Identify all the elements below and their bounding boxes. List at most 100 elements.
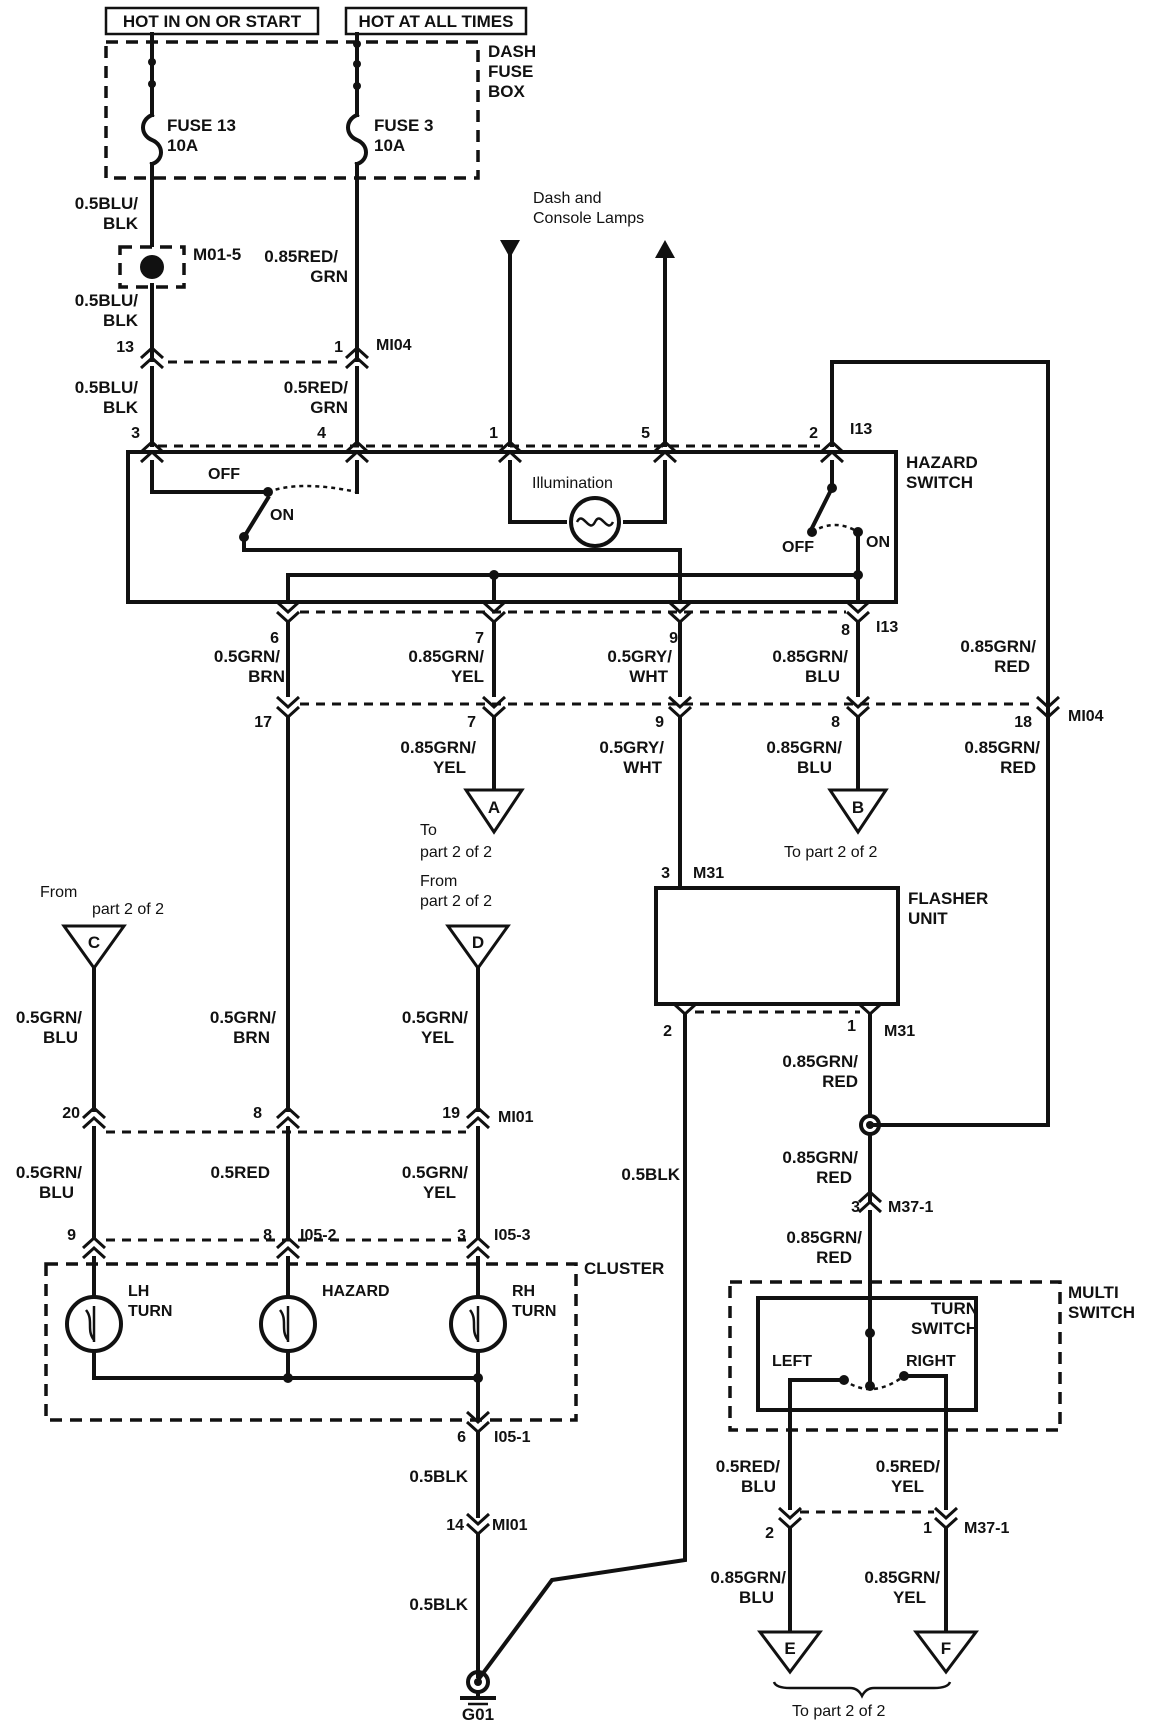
wire-grn-brn-2b: BRN <box>233 1028 270 1047</box>
i05-1-label: I05-1 <box>494 1429 531 1446</box>
connector-i05-1: 6 I05-1 <box>457 1410 531 1446</box>
connector-m37-1-top: 3 M37-1 <box>851 1189 933 1216</box>
flasher-unit: 3 M31 FLASHER UNIT 2 1 M31 <box>654 865 988 1040</box>
wire-label-red-grn-05b: GRN <box>310 398 348 417</box>
ref-a: A To part 2 of 2 <box>420 788 525 861</box>
mi01-label-bottom: MI01 <box>492 1517 528 1534</box>
ref-f-label: F <box>941 1639 951 1658</box>
dash-fuse-box-label-3: BOX <box>488 82 526 101</box>
ref-d-from: From <box>420 873 457 890</box>
ground-g01: G01 <box>460 1670 496 1722</box>
fuse-13: FUSE 13 10A <box>141 32 236 247</box>
wire-label-blu-blk-3a: 0.5BLU/ <box>75 378 139 397</box>
wire-grn-red-3b: RED <box>822 1072 858 1091</box>
hz-pin-7: 7 <box>475 630 484 647</box>
mi04-pin-17: 17 <box>254 714 272 731</box>
connector-mi01-bottom: 14 MI01 <box>446 1512 528 1537</box>
hz-pin-5: 5 <box>641 425 650 442</box>
turn-switch-title-1: TURN <box>931 1299 978 1318</box>
wire-grn-red-3a: 0.85GRN/ <box>782 1052 858 1071</box>
wire-red-yel-a: 0.5RED/ <box>876 1457 941 1476</box>
wire-grn-blu-3a: 0.85GRN/ <box>710 1568 786 1587</box>
mi01-pin-14: 14 <box>446 1517 464 1534</box>
lh-turn-label-1: LH <box>128 1283 149 1300</box>
m31-label-top: M31 <box>693 865 724 882</box>
mi04-pin-7: 7 <box>467 714 476 731</box>
ref-b-to-part: To part 2 of 2 <box>784 844 877 861</box>
wire-grn-red-hazard-loop <box>830 360 1050 1127</box>
illumination-label: Illumination <box>532 475 613 492</box>
wire-gry-wht-b: WHT <box>629 667 668 686</box>
m31-label-bottom: M31 <box>884 1023 915 1040</box>
dash-console-lamps-label-2: Console Lamps <box>533 210 644 227</box>
ref-c-part: part 2 of 2 <box>92 901 164 918</box>
connector-m37-1-bottom: 2 1 M37-1 <box>765 1506 1009 1542</box>
hot-in-on-or-start-label: HOT IN ON OR START <box>123 12 302 31</box>
hz-pin-2: 2 <box>809 425 818 442</box>
wire-blk-cluster: 0.5BLK <box>409 1467 468 1486</box>
i05-3-label: I05-3 <box>494 1227 531 1244</box>
ref-ef-to-part: To part 2 of 2 <box>792 1703 885 1720</box>
wire-grn-blu-a: 0.85GRN/ <box>772 647 848 666</box>
hz-pin-6: 6 <box>270 630 279 647</box>
lh-turn-label-2: TURN <box>128 1303 172 1320</box>
hot-at-all-times-label: HOT AT ALL TIMES <box>359 12 514 31</box>
power-source-labels: HOT IN ON OR START HOT AT ALL TIMES <box>104 6 528 36</box>
pin-1-mi04: 1 <box>334 339 343 356</box>
wire-grn-brn-b: BRN <box>248 667 285 686</box>
connector-mi04-top: 13 1 MI04 <box>116 337 412 370</box>
mi04-pin-8: 8 <box>831 714 840 731</box>
ref-c-from: From <box>40 884 77 901</box>
hazard-off-right-label: OFF <box>782 539 814 556</box>
wire-blk-flasher-ground <box>475 1012 687 1683</box>
flasher-unit-title-2: UNIT <box>908 909 948 928</box>
m31-pin-3: 3 <box>661 865 670 882</box>
hz-pin-9: 9 <box>669 630 678 647</box>
ref-a-label: A <box>488 798 500 817</box>
m37-1-label-bottom: M37-1 <box>964 1520 1009 1537</box>
wire-grn-blu-b: BLU <box>805 667 840 686</box>
lamp-feed-out-arrow <box>655 240 675 258</box>
wire-gry-wht-2a: 0.5GRY/ <box>599 738 664 757</box>
i05-2-label: I05-2 <box>300 1227 337 1244</box>
wire-label-blu-blk-3b: BLK <box>103 398 139 417</box>
cluster-hazard-label: HAZARD <box>322 1283 390 1300</box>
ref-a-part: part 2 of 2 <box>420 844 492 861</box>
cluster-title: CLUSTER <box>584 1259 664 1278</box>
hazard-on-right-label: ON <box>866 534 890 551</box>
m37-1-label-top: M37-1 <box>888 1199 933 1216</box>
wire-label-red-grn-b: GRN <box>310 267 348 286</box>
wire-grn-blu-4b: BLU <box>43 1028 78 1047</box>
i13-label-top: I13 <box>850 421 872 438</box>
wire-grn-yel-4a: 0.5GRN/ <box>402 1008 468 1027</box>
mi01-pin-19: 19 <box>442 1105 460 1122</box>
wire-grn-yel-2a: 0.85GRN/ <box>400 738 476 757</box>
wire-label-red-grn-05a: 0.5RED/ <box>284 378 349 397</box>
wire-red-yel-b: YEL <box>891 1477 924 1496</box>
wire-label-blu-blk-1b: BLK <box>103 214 139 233</box>
turn-switch-left: LEFT <box>772 1353 812 1370</box>
turn-switch-title-2: SWITCH <box>911 1319 978 1338</box>
ref-d-label: D <box>472 933 484 952</box>
fuse-3-label: FUSE 3 <box>374 116 434 135</box>
cluster-pin-9: 9 <box>67 1227 76 1244</box>
dash-console-lamps: Dash and Console Lamps <box>500 190 675 447</box>
wire-grn-yel-5b: YEL <box>423 1183 456 1202</box>
g01-label: G01 <box>462 1705 494 1722</box>
mi01-pin-8: 8 <box>253 1105 262 1122</box>
wire-gry-wht-2b: WHT <box>623 758 662 777</box>
ref-d: From part 2 of 2 D <box>420 873 511 971</box>
wire-label-blu-blk-2b: BLK <box>103 311 139 330</box>
wire-grn-red-5b: RED <box>816 1248 852 1267</box>
m37-1-pin-3: 3 <box>851 1199 860 1216</box>
wire-grn-blu-4a: 0.5GRN/ <box>16 1008 82 1027</box>
rh-turn-label-1: RH <box>512 1283 535 1300</box>
m01-5-label: M01-5 <box>193 245 241 264</box>
cluster-pin-8: 8 <box>263 1227 272 1244</box>
hazard-switch-title-1: HAZARD <box>906 453 978 472</box>
hz-pin-4: 4 <box>317 425 326 442</box>
m31-pin-1: 1 <box>847 1018 856 1035</box>
turn-switch-right: RIGHT <box>906 1353 956 1370</box>
ref-f: F <box>913 1630 979 1675</box>
